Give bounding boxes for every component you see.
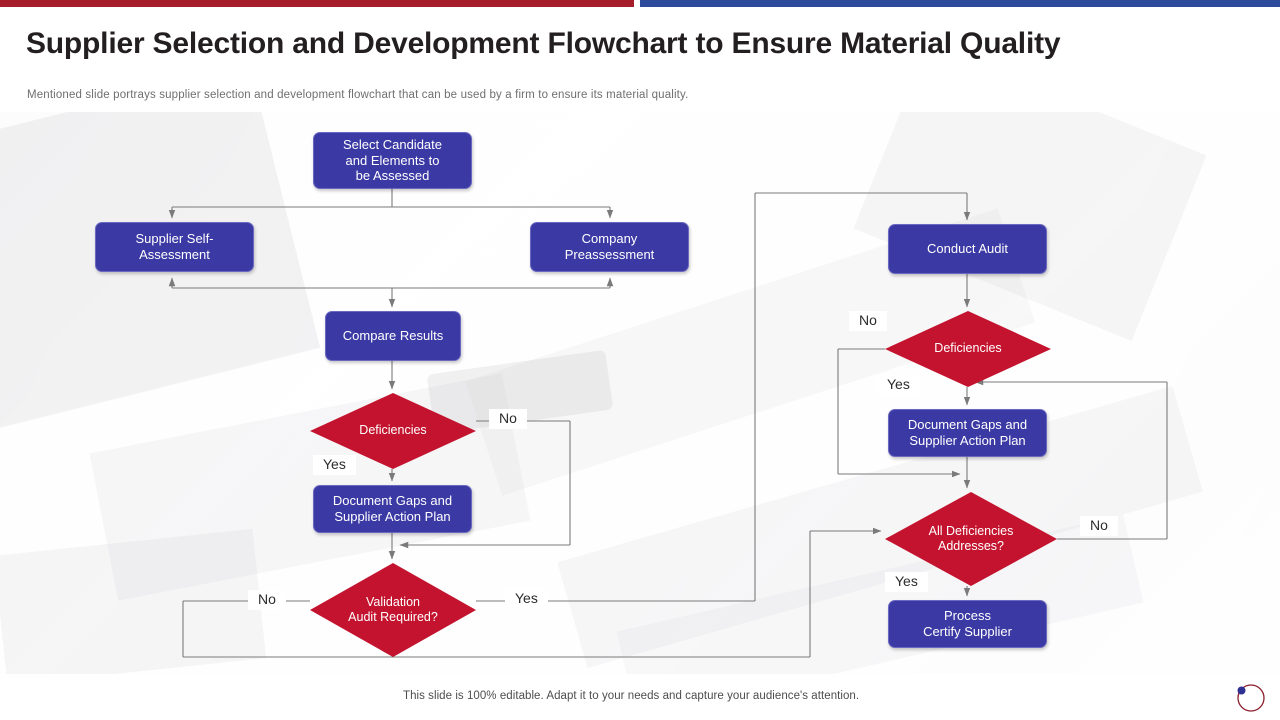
node-deficiencies-right[interactable]: Deficiencies <box>885 311 1051 387</box>
edge-label-yes-deficiencies-left: Yes <box>313 455 356 476</box>
flowchart-connectors <box>168 189 1168 658</box>
node-label: Deficiencies <box>359 423 427 438</box>
top-accent-bar-red <box>0 0 634 7</box>
edge-label-no-validation-audit: No <box>248 590 286 611</box>
page-title: Supplier Selection and Development Flowc… <box>26 27 1061 60</box>
node-label: Deficiencies <box>934 341 1002 356</box>
edge-label-yes-deficiencies-right: Yes <box>877 375 920 396</box>
node-compare-results[interactable]: Compare Results <box>325 311 461 361</box>
node-label: Compare Results <box>342 328 444 344</box>
slide-footer: This slide is 100% editable. Adapt it to… <box>0 674 1280 720</box>
edge-label-no-all-deficiencies: No <box>1080 516 1118 537</box>
node-label: Supplier Self-Assessment <box>135 231 214 262</box>
edge-label-no-deficiencies-left: No <box>489 409 527 430</box>
slide-header: Supplier Selection and Development Flowc… <box>0 7 1280 112</box>
circle-logo <box>1237 684 1265 712</box>
footer-note: This slide is 100% editable. Adapt it to… <box>403 690 860 702</box>
node-label: Conduct Audit <box>927 241 1008 257</box>
page-subtitle: Mentioned slide portrays supplier select… <box>27 89 689 101</box>
top-accent-bar-blue <box>640 0 1280 7</box>
edge-label-yes-validation-audit: Yes <box>505 589 548 610</box>
node-conduct-audit[interactable]: Conduct Audit <box>888 224 1047 274</box>
edge-label-yes-all-deficiencies: Yes <box>885 572 928 593</box>
node-supplier-self-assessment[interactable]: Supplier Self-Assessment <box>95 222 254 272</box>
edge-label-no-deficiencies-right: No <box>849 311 887 332</box>
